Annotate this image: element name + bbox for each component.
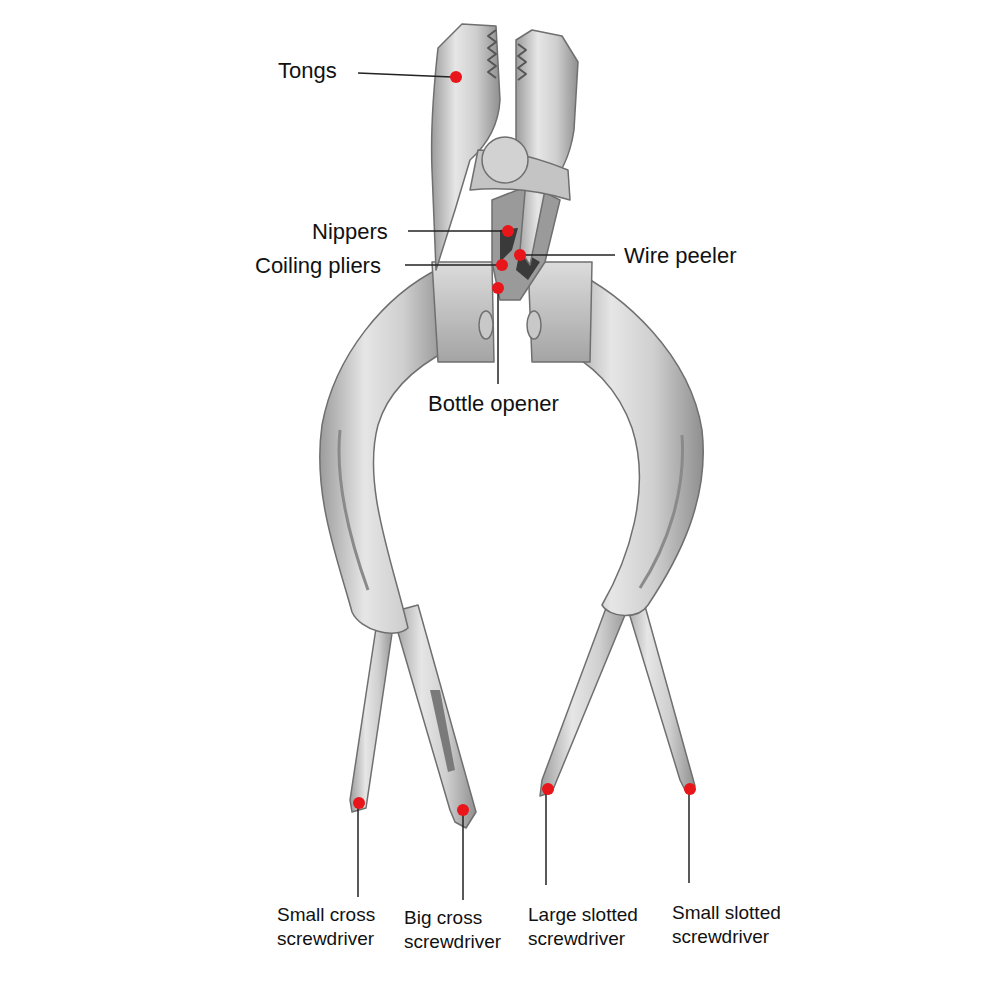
left-handle xyxy=(320,268,448,633)
pivot-rivet xyxy=(482,137,528,183)
right-jaw xyxy=(516,30,578,265)
part-label: Large slotted screwdriver xyxy=(528,903,663,951)
large-slotted-bit xyxy=(540,592,632,796)
part-label: Bottle opener xyxy=(428,390,559,418)
part-label: Wire peeler xyxy=(624,242,736,270)
part-label: Small slotted screwdriver xyxy=(672,901,807,949)
small-slotted-bit xyxy=(622,588,695,792)
part-label: Small cross screwdriver xyxy=(277,903,397,951)
callout-dots xyxy=(353,71,696,816)
big-cross-bit xyxy=(392,605,476,828)
left-jaw-block xyxy=(432,262,494,362)
part-label: Big cross screwdriver xyxy=(404,906,524,954)
small-cross-bit xyxy=(350,615,394,812)
part-label: Nippers xyxy=(312,218,388,246)
right-jaw-block xyxy=(528,262,592,362)
leader-lines xyxy=(358,73,689,900)
part-label: Coiling pliers xyxy=(255,252,381,280)
part-label: Tongs xyxy=(278,57,337,85)
